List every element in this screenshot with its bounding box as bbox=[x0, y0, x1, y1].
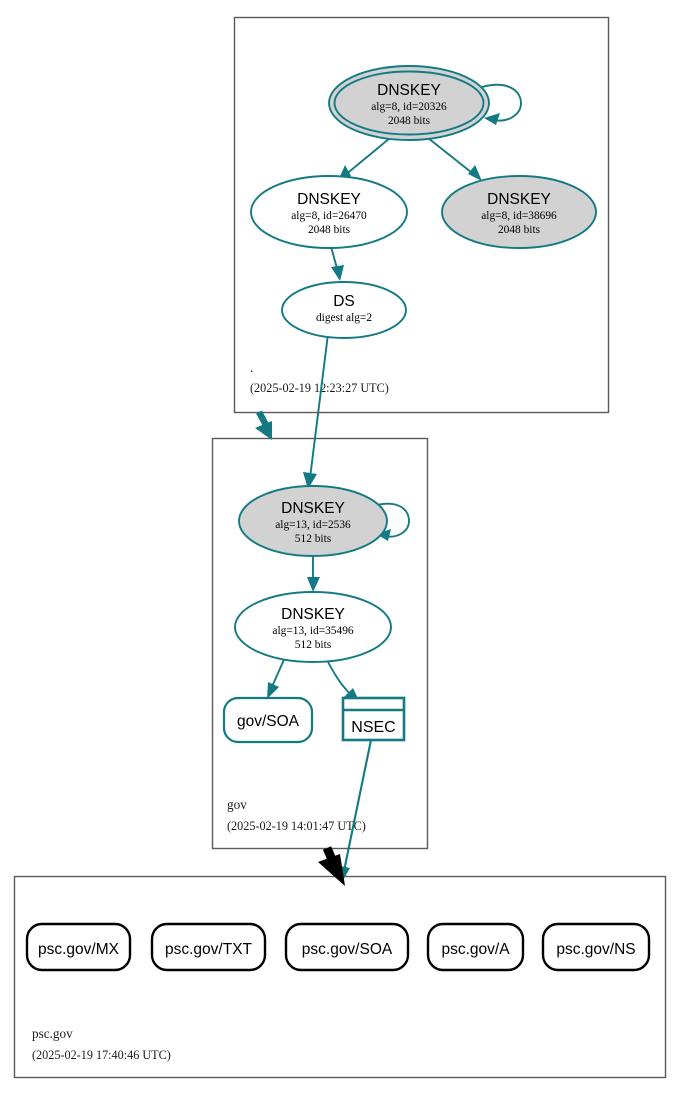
node-shape bbox=[250, 175, 408, 249]
node-label: psc.gov/TXT bbox=[165, 941, 253, 958]
node-title: DNSKEY bbox=[377, 82, 441, 99]
node-label: psc.gov/SOA bbox=[302, 941, 393, 958]
node-shape bbox=[222, 696, 314, 744]
node-shape bbox=[150, 922, 267, 972]
zone-label-root: . bbox=[250, 360, 253, 375]
node-shape bbox=[284, 922, 410, 972]
node-shape bbox=[341, 696, 406, 742]
node-digest: digest alg=2 bbox=[316, 312, 372, 324]
node-dnskey-gov-zsk-35496[interactable]: DNSKEY alg=13, id=35496 512 bits bbox=[234, 591, 392, 663]
edge-gov-to-psc-gov-delegation bbox=[318, 846, 345, 886]
node-shape bbox=[25, 922, 132, 972]
node-title: DNSKEY bbox=[487, 191, 551, 208]
edge-root-to-gov-delegation bbox=[255, 410, 272, 440]
zone-cluster-gov: gov (2025-02-19 14:01:47 UTC) bbox=[211, 437, 429, 850]
node-keysize: 512 bits bbox=[295, 639, 332, 651]
node-label: NSEC bbox=[351, 719, 395, 736]
node-rrset-psc-gov-soa[interactable]: psc.gov/SOA bbox=[284, 922, 410, 972]
node-keysize: 2048 bits bbox=[308, 224, 351, 236]
node-shape bbox=[238, 485, 388, 557]
edge-nsec-to-psc-gov bbox=[336, 739, 373, 882]
node-label: psc.gov/A bbox=[441, 941, 510, 958]
node-keyinfo: alg=8, id=26470 bbox=[291, 210, 367, 222]
node-keyinfo: alg=8, id=38696 bbox=[481, 210, 557, 222]
node-rrset-psc-gov-mx[interactable]: psc.gov/MX bbox=[25, 922, 132, 972]
node-dnskey-root-ksk-20326[interactable]: DNSKEY alg=8, id=20326 2048 bits bbox=[328, 65, 490, 141]
node-shape-outer bbox=[328, 65, 490, 141]
node-keysize: 2048 bits bbox=[498, 224, 541, 236]
node-shape bbox=[426, 922, 525, 972]
zone-timestamp-gov: (2025-02-19 14:01:47 UTC) bbox=[227, 819, 366, 833]
node-keyinfo: alg=13, id=2536 bbox=[275, 519, 351, 531]
node-label: gov/SOA bbox=[237, 713, 300, 730]
node-dnskey-gov-ksk-2536[interactable]: DNSKEY alg=13, id=2536 512 bits bbox=[238, 485, 388, 557]
node-keysize: 512 bits bbox=[295, 533, 332, 545]
node-shape bbox=[441, 175, 597, 249]
edge-root-ksk-to-zsk bbox=[338, 137, 391, 181]
node-rrset-psc-gov-a[interactable]: psc.gov/A bbox=[426, 922, 525, 972]
edge-root-ksk-to-ksk2 bbox=[427, 137, 482, 181]
node-shape bbox=[541, 922, 651, 972]
edge-gov-zsk-to-nsec bbox=[324, 655, 360, 703]
zone-timestamp-psc-gov: (2025-02-19 17:40:46 UTC) bbox=[32, 1048, 171, 1062]
node-shape bbox=[281, 281, 407, 339]
edge-ds-to-gov-ksk bbox=[303, 333, 329, 489]
node-title: DS bbox=[333, 293, 355, 310]
node-shape bbox=[234, 591, 392, 663]
zone-box-gov bbox=[211, 437, 429, 850]
node-keysize: 2048 bits bbox=[388, 115, 431, 127]
node-ds-root[interactable]: DS digest alg=2 bbox=[281, 281, 407, 339]
zone-label-gov: gov bbox=[227, 797, 247, 812]
zone-box-root bbox=[233, 16, 610, 414]
node-title: DNSKEY bbox=[281, 606, 345, 623]
node-keyinfo: alg=13, id=35496 bbox=[272, 625, 353, 637]
node-label: psc.gov/NS bbox=[556, 941, 635, 958]
edge-root-ksk-self-sign bbox=[481, 83, 522, 125]
node-keyinfo: alg=8, id=20326 bbox=[371, 101, 447, 113]
node-rrset-psc-gov-txt[interactable]: psc.gov/TXT bbox=[150, 922, 267, 972]
edge-gov-zsk-to-soa bbox=[267, 654, 287, 699]
node-rrset-psc-gov-ns[interactable]: psc.gov/NS bbox=[541, 922, 651, 972]
node-dnskey-root-ksk-38696[interactable]: DNSKEY alg=8, id=38696 2048 bits bbox=[441, 175, 597, 249]
zone-cluster-psc-gov: psc.gov (2025-02-19 17:40:46 UTC) bbox=[13, 875, 667, 1079]
edge-gov-ksk-self-sign bbox=[376, 502, 410, 541]
node-label: psc.gov/MX bbox=[38, 941, 120, 958]
node-title: DNSKEY bbox=[281, 500, 345, 517]
node-rrset-gov-soa[interactable]: gov/SOA bbox=[222, 696, 314, 744]
zone-label-psc-gov: psc.gov bbox=[32, 1026, 73, 1041]
edge-gov-ksk-to-zsk bbox=[307, 552, 320, 592]
node-nsec-gov[interactable]: NSEC bbox=[341, 696, 406, 742]
zone-cluster-root: . (2025-02-19 12:23:27 UTC) bbox=[233, 16, 610, 414]
node-title: DNSKEY bbox=[297, 191, 361, 208]
node-dnskey-root-zsk-26470[interactable]: DNSKEY alg=8, id=26470 2048 bits bbox=[250, 175, 408, 249]
node-shape-inner bbox=[333, 70, 485, 136]
zone-timestamp-root: (2025-02-19 12:23:27 UTC) bbox=[250, 381, 389, 395]
